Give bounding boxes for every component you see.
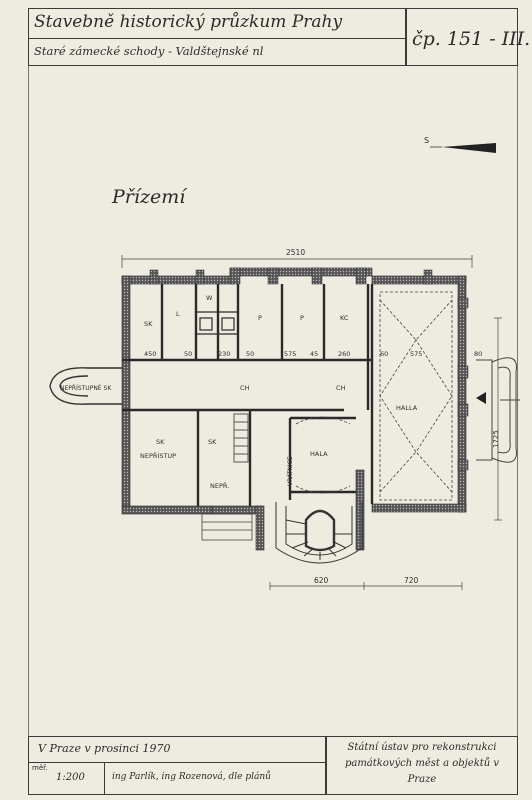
left-apse xyxy=(49,367,122,405)
interior-walls xyxy=(122,284,374,506)
room-ch-right: CH xyxy=(336,384,346,392)
dim-d2: 230 xyxy=(218,350,230,358)
north-mark: S xyxy=(424,136,430,145)
room-nepr: NEPŘ. xyxy=(210,481,229,490)
north-arrow-icon xyxy=(430,143,496,153)
dim-450: 450 xyxy=(144,350,156,358)
footer-authors: ing Parlík, ing Rozenová, dle plánů xyxy=(112,772,271,782)
floor-label: Přízemí xyxy=(112,186,186,208)
entrance-arrow-icon xyxy=(476,392,486,404)
footer-scale-divider xyxy=(104,762,105,795)
room-hala: HALA xyxy=(310,450,328,458)
dim-top-label: 2510 xyxy=(286,248,305,257)
dim-80: 80 xyxy=(474,350,482,358)
title-block xyxy=(28,8,406,66)
institute-box xyxy=(326,736,518,795)
footer-date: V Praze v prosinci 1970 xyxy=(38,742,171,755)
room-sk-top: SK xyxy=(144,320,153,328)
halla-vault xyxy=(379,291,453,501)
room-ch-left: CH xyxy=(240,384,250,392)
right-stair xyxy=(476,357,520,463)
room-l: L xyxy=(176,310,180,318)
footer-institute: Státní ústav pro rekonstrukci památkovýc… xyxy=(344,742,500,785)
external-walls xyxy=(121,267,467,551)
sheet-number-box xyxy=(406,8,518,66)
sheet-number: čp. 151 - III. xyxy=(412,28,531,50)
header-title: Stavebně historický průzkum Prahy xyxy=(34,12,343,32)
dim-d3: 50 xyxy=(246,350,254,358)
room-kc: KC xyxy=(340,314,349,322)
room-p2: P xyxy=(300,314,304,322)
dim-bottom-right: 720 xyxy=(404,576,419,585)
dim-575b: 575 xyxy=(410,350,422,358)
room-sk-nepristup: SK xyxy=(156,438,165,446)
header-subtitle: Staré zámecké schody - Valdštejnské nl xyxy=(34,44,264,58)
dim-260: 260 xyxy=(338,350,350,358)
room-halla: HALLA xyxy=(396,404,418,412)
room-vratnice: VRÁTNICE xyxy=(287,456,294,486)
footer-block xyxy=(28,736,326,795)
dim-top xyxy=(121,255,473,268)
dim-60: 60 xyxy=(380,350,388,358)
dim-575a: 575 xyxy=(284,350,296,358)
dim-bottom-left: 620 xyxy=(314,576,329,585)
spiral-stair xyxy=(275,502,363,564)
dim-d1: 50 xyxy=(184,350,192,358)
dim-right-label: 1725 xyxy=(492,430,500,448)
room-nepristupne-sk: NEPŘÍSTUPNÉ SK xyxy=(60,384,112,392)
footer-scale-value: 1:200 xyxy=(56,772,85,783)
title-divider xyxy=(28,38,406,39)
room-sk-mid: SK xyxy=(208,438,217,446)
room-p1: P xyxy=(258,314,262,322)
room-w: W xyxy=(206,294,213,302)
dim-45: 45 xyxy=(310,350,318,358)
footer-scale-label: měř. xyxy=(32,764,48,772)
footer-divider xyxy=(28,762,326,763)
room-nepristup: NEPŘÍSTUP xyxy=(140,451,176,460)
